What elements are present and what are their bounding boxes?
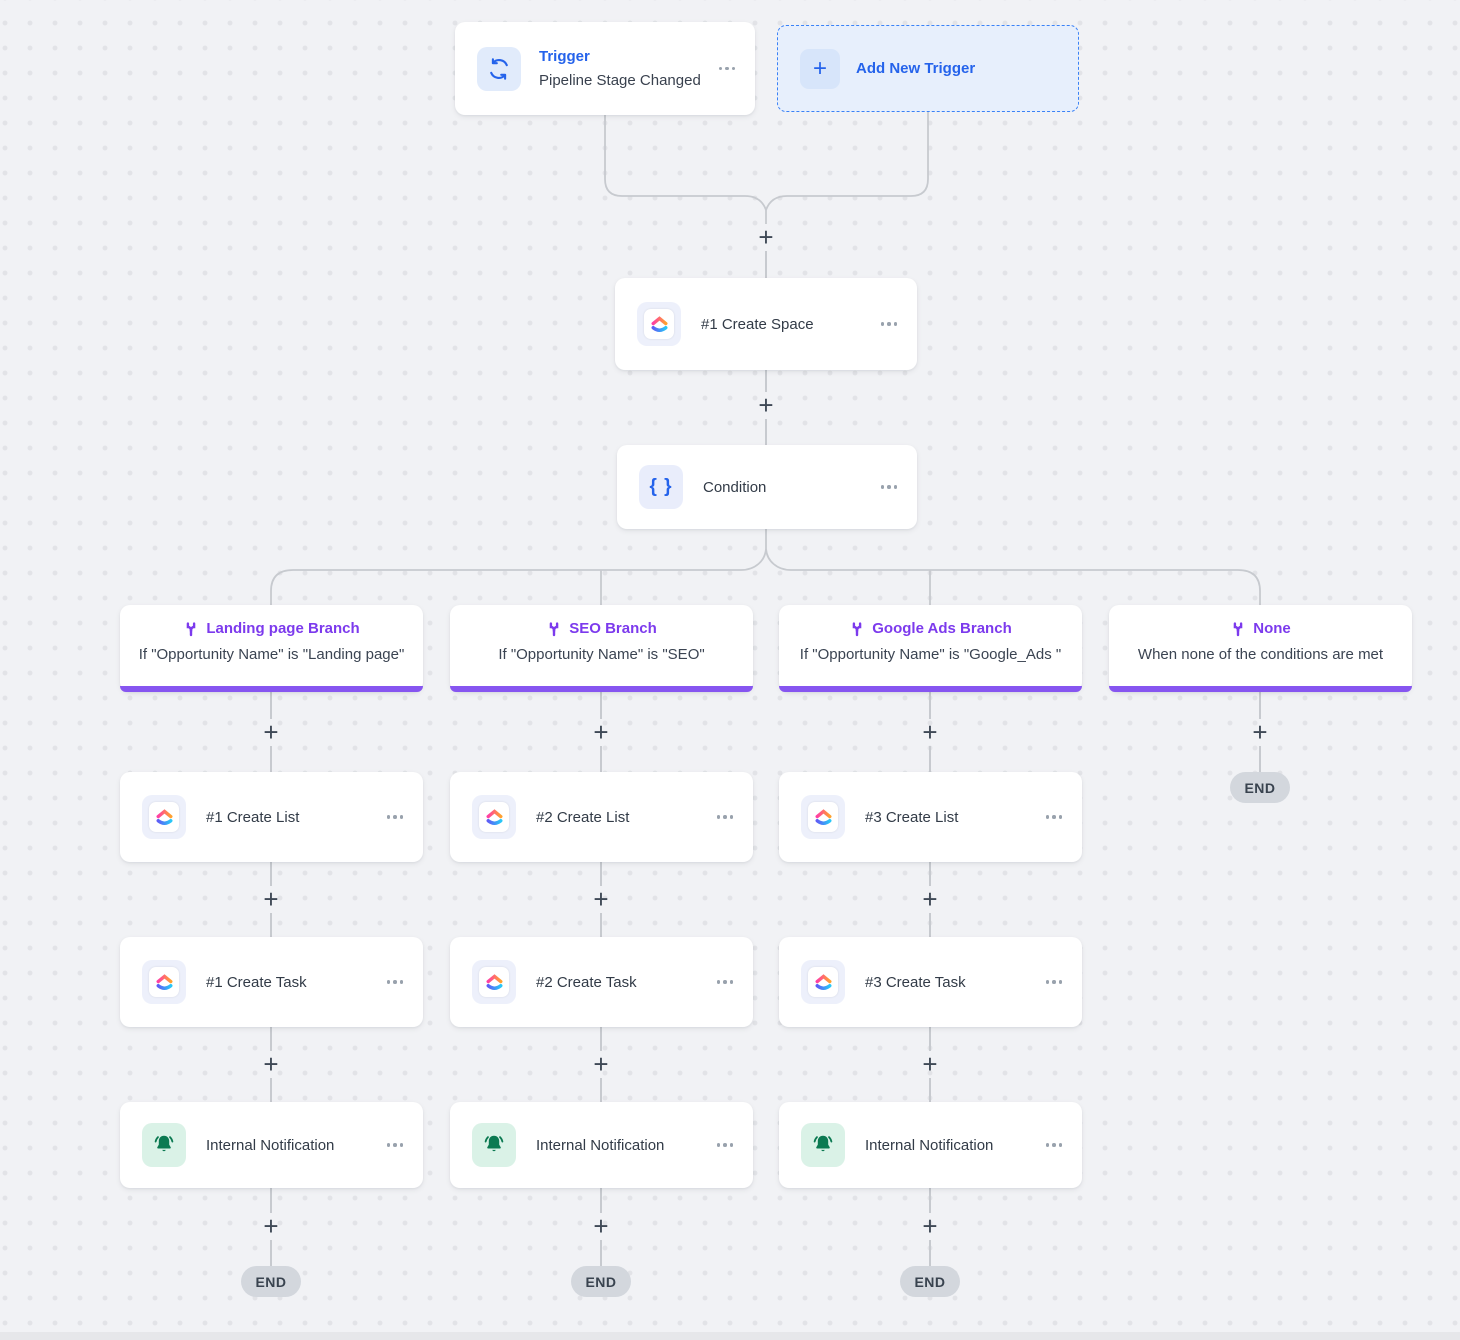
add-step-button[interactable]: +: [922, 1048, 938, 1079]
add-step-button[interactable]: +: [922, 716, 938, 747]
end-marker: END: [571, 1266, 631, 1297]
trigger-subtitle: Pipeline Stage Changed: [539, 71, 701, 89]
node-menu-icon[interactable]: [880, 485, 897, 489]
add-step-button[interactable]: +: [263, 1210, 279, 1241]
node-label: Internal Notification: [536, 1136, 665, 1154]
node-menu-icon[interactable]: [716, 980, 733, 984]
branch-rule: When none of the conditions are met: [1137, 646, 1384, 663]
create-task-node-3[interactable]: #3 Create Task: [779, 937, 1082, 1027]
add-step-button[interactable]: +: [1252, 716, 1268, 747]
add-step-button[interactable]: +: [263, 1048, 279, 1079]
branch-title: Landing page Branch: [206, 620, 360, 637]
add-step-button[interactable]: +: [593, 1210, 609, 1241]
create-list-node-1[interactable]: #1 Create List: [120, 772, 423, 862]
node-menu-icon[interactable]: [386, 980, 403, 984]
add-step-button[interactable]: +: [758, 389, 774, 420]
bell-icon: [801, 1123, 845, 1167]
node-menu-icon[interactable]: [386, 815, 403, 819]
internal-notification-node-1[interactable]: Internal Notification: [120, 1102, 423, 1188]
bell-icon: [472, 1123, 516, 1167]
node-label: #1 Create List: [206, 808, 300, 826]
node-label: #1 Create Task: [206, 973, 307, 991]
node-label: Internal Notification: [865, 1136, 994, 1154]
clickup-icon: [472, 960, 516, 1004]
clickup-icon: [472, 795, 516, 839]
braces-icon: { }: [639, 465, 683, 509]
create-space-node[interactable]: #1 Create Space: [615, 278, 917, 370]
branch-card-seo[interactable]: SEO Branch If "Opportunity Name" is "SEO…: [450, 605, 753, 692]
node-menu-icon[interactable]: [1045, 1143, 1062, 1147]
add-step-button[interactable]: +: [593, 1048, 609, 1079]
end-marker: END: [900, 1266, 960, 1297]
create-task-node-2[interactable]: #2 Create Task: [450, 937, 753, 1027]
bell-icon: [142, 1123, 186, 1167]
clickup-icon: [637, 302, 681, 346]
canvas-bottom-edge: [0, 1332, 1460, 1340]
internal-notification-node-3[interactable]: Internal Notification: [779, 1102, 1082, 1188]
node-menu-icon[interactable]: [386, 1143, 403, 1147]
end-marker: END: [1230, 772, 1290, 803]
clickup-icon: [801, 795, 845, 839]
branch-card-google-ads[interactable]: Google Ads Branch If "Opportunity Name" …: [779, 605, 1082, 692]
branch-icon: [1233, 621, 1243, 636]
sync-icon: [477, 46, 521, 91]
branch-rule: If "Opportunity Name" is "Landing page": [138, 646, 405, 663]
branch-card-none[interactable]: None When none of the conditions are met: [1109, 605, 1412, 692]
branch-icon: [852, 621, 862, 636]
clickup-icon: [142, 960, 186, 1004]
create-task-node-1[interactable]: #1 Create Task: [120, 937, 423, 1027]
branch-accent-bar: [120, 686, 423, 692]
trigger-node[interactable]: Trigger Pipeline Stage Changed: [455, 22, 755, 115]
add-new-trigger-button[interactable]: + Add New Trigger: [777, 25, 1079, 112]
branch-accent-bar: [450, 686, 753, 692]
node-menu-icon[interactable]: [1045, 815, 1062, 819]
trigger-menu-icon[interactable]: [718, 66, 735, 71]
branch-icon: [187, 621, 196, 636]
node-label: #1 Create Space: [701, 315, 814, 333]
create-list-node-3[interactable]: #3 Create List: [779, 772, 1082, 862]
node-label: Internal Notification: [206, 1136, 335, 1154]
node-menu-icon[interactable]: [1045, 980, 1062, 984]
branch-accent-bar: [1109, 686, 1412, 692]
branch-title: Google Ads Branch: [872, 620, 1012, 637]
add-new-trigger-label: Add New Trigger: [856, 60, 976, 77]
plus-icon: +: [800, 48, 840, 89]
branch-icon: [549, 621, 559, 636]
branch-title: SEO Branch: [569, 620, 657, 637]
node-label: #3 Create Task: [865, 973, 966, 991]
branch-rule: If "Opportunity Name" is "SEO": [498, 646, 705, 663]
condition-node[interactable]: { } Condition: [617, 445, 917, 529]
add-step-button[interactable]: +: [593, 716, 609, 747]
node-menu-icon[interactable]: [716, 815, 733, 819]
branch-rule: If "Opportunity Name" is "Google_Ads ": [799, 646, 1062, 663]
add-step-button[interactable]: +: [263, 883, 279, 914]
add-step-button[interactable]: +: [263, 716, 279, 747]
node-label: #2 Create List: [536, 808, 630, 826]
node-menu-icon[interactable]: [716, 1143, 733, 1147]
branch-title: None: [1253, 620, 1291, 637]
end-marker: END: [241, 1266, 301, 1297]
node-menu-icon[interactable]: [880, 322, 897, 326]
node-label: #3 Create List: [865, 808, 959, 826]
add-step-button[interactable]: +: [922, 883, 938, 914]
clickup-icon: [801, 960, 845, 1004]
node-label: Condition: [703, 478, 767, 496]
add-step-button[interactable]: +: [922, 1210, 938, 1241]
clickup-icon: [142, 795, 186, 839]
branch-accent-bar: [779, 686, 1082, 692]
trigger-title: Trigger: [539, 48, 590, 66]
branch-card-landing-page[interactable]: Landing page Branch If "Opportunity Name…: [120, 605, 423, 692]
create-list-node-2[interactable]: #2 Create List: [450, 772, 753, 862]
add-step-button[interactable]: +: [593, 883, 609, 914]
internal-notification-node-2[interactable]: Internal Notification: [450, 1102, 753, 1188]
node-label: #2 Create Task: [536, 973, 637, 991]
add-step-button[interactable]: +: [758, 221, 774, 252]
